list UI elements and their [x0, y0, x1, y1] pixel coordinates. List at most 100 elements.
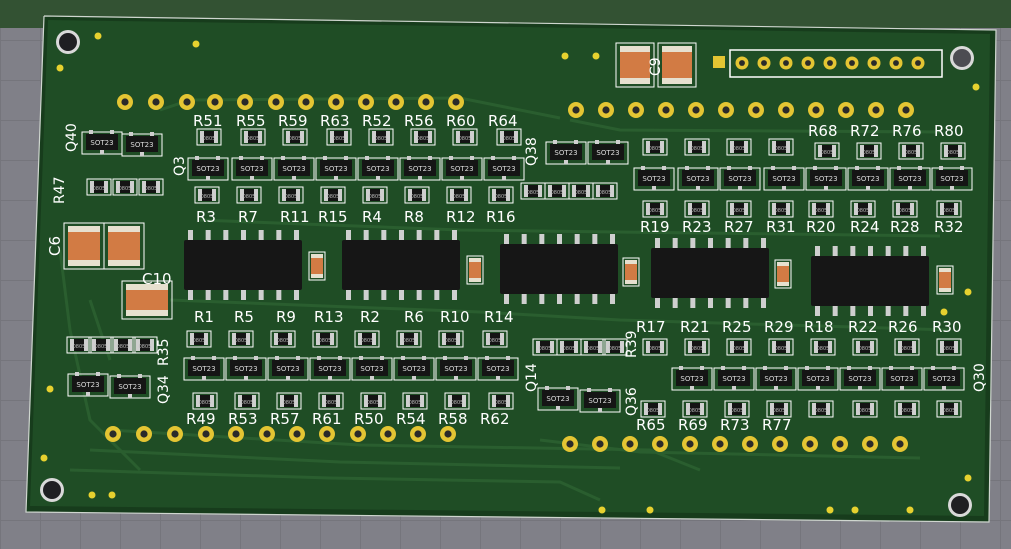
silk-outline: [768, 138, 794, 156]
sot-body: [236, 160, 268, 176]
cap-body: [311, 254, 323, 278]
package-label: 0805: [325, 400, 338, 406]
sot-pin: [250, 176, 254, 180]
sot-pin: [260, 156, 264, 160]
res-end: [500, 131, 504, 143]
sot-pin: [380, 356, 384, 360]
res-body: [242, 395, 252, 407]
mounting-holes: [40, 30, 974, 517]
drill-hole: [602, 106, 610, 114]
silk-outline: [898, 142, 924, 160]
resistor-0805: 0805: [488, 186, 514, 204]
ic-body: [342, 240, 460, 290]
ic-pin: [258, 288, 264, 300]
package-label: SOT23: [492, 165, 515, 173]
res-body: [864, 145, 874, 157]
drill-hole: [896, 440, 904, 448]
sot-pin: [876, 166, 880, 170]
resistor-0805: 0805: [852, 338, 878, 356]
sot-pin: [449, 156, 453, 160]
res-body: [776, 203, 786, 215]
sot-pin: [254, 356, 258, 360]
res-end: [856, 341, 860, 353]
resistor-0805: 0805: [726, 338, 752, 356]
sot-pin: [460, 176, 464, 180]
cap-body: [777, 262, 789, 286]
sot-pin: [732, 386, 736, 390]
ic-pin: [399, 288, 404, 300]
package-label: 0805: [691, 146, 704, 152]
sot-pin: [608, 388, 612, 392]
res-end: [728, 403, 732, 415]
silk-outline: [814, 142, 840, 160]
sot-body: [188, 360, 220, 376]
res-body: [146, 181, 156, 193]
package-label: SOT23: [486, 365, 509, 373]
sot-pin: [212, 356, 216, 360]
package-label: 0805: [815, 208, 828, 214]
sot-pin: [100, 150, 104, 154]
sot-body: [676, 370, 708, 386]
silkscreen-label: R55: [236, 112, 266, 130]
ic-pin: [294, 230, 299, 242]
res-end: [442, 333, 446, 345]
drill-hole: [716, 440, 724, 448]
drill-hole: [140, 430, 148, 438]
drill-hole: [202, 430, 210, 438]
res-end: [940, 341, 944, 353]
res-end: [156, 181, 160, 193]
silkscreen-label: R53: [228, 410, 258, 428]
sot-pin: [598, 408, 602, 412]
sot-body: [126, 136, 158, 152]
res-body: [692, 341, 702, 353]
res-end: [254, 189, 258, 201]
resistor-0805: 0805: [810, 338, 836, 356]
cap-body: [662, 46, 692, 84]
silk-outline: [808, 400, 834, 418]
ic-pin: [188, 230, 193, 242]
resistor-0805: 0805: [602, 338, 628, 356]
silk-outline: [438, 330, 464, 348]
res-body: [328, 189, 338, 201]
cap-end: [68, 260, 100, 266]
sot-body: [356, 360, 388, 376]
res-body: [334, 131, 344, 143]
silk-outline: [642, 138, 668, 156]
ic-pin: [504, 292, 509, 304]
sot-pin: [129, 132, 133, 136]
sot-body: [584, 392, 616, 408]
cap-end: [662, 46, 692, 52]
sot-pin: [950, 186, 954, 190]
sot-body: [488, 160, 520, 176]
sot-pin: [792, 166, 796, 170]
soic-ic: [811, 246, 929, 316]
sot-body: [844, 370, 876, 386]
silk-outline: [86, 178, 112, 196]
package-label: SOT23: [680, 375, 703, 383]
resistor-0805: 0805: [482, 330, 508, 348]
package-label: SOT23: [276, 365, 299, 373]
sot-pin: [727, 166, 731, 170]
sot-pin: [485, 356, 489, 360]
resistor-0805: 0805: [936, 200, 962, 218]
res-end: [136, 339, 140, 351]
ic-pin: [416, 230, 422, 242]
package-label: 0805: [243, 194, 256, 200]
transistor-sot23: SOT23: [435, 356, 477, 381]
res-body: [900, 203, 910, 215]
res-body: [248, 131, 258, 143]
silkscreen-label: R60: [446, 112, 476, 130]
res-body: [454, 189, 464, 201]
resistor-0805: 0805: [312, 330, 338, 348]
res-end: [150, 339, 154, 351]
silkscreen-label: R29: [764, 318, 794, 336]
drill-hole: [866, 440, 874, 448]
silk-outline: [615, 42, 655, 88]
package-label: 0805: [649, 208, 662, 214]
res-end: [336, 395, 340, 407]
package-label: 0805: [73, 344, 86, 350]
package-label: 0805: [247, 136, 260, 142]
res-end: [106, 339, 110, 351]
